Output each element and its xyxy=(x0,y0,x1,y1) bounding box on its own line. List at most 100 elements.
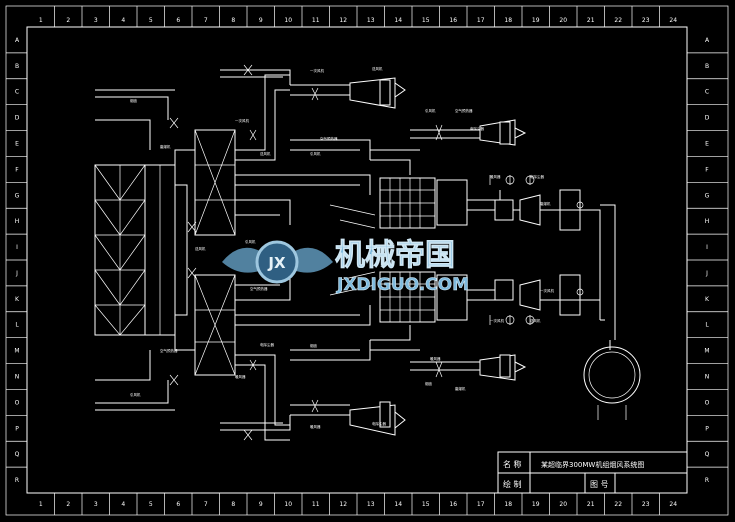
row-label: D xyxy=(15,115,20,122)
row-label: J xyxy=(705,270,708,277)
col-label: 21 xyxy=(587,501,595,508)
col-label: 24 xyxy=(669,501,677,508)
col-label: 20 xyxy=(559,501,567,508)
row-label: E xyxy=(705,141,709,148)
col-label: 16 xyxy=(449,17,457,24)
col-label: 22 xyxy=(614,17,622,24)
col-label: 6 xyxy=(176,501,180,508)
col-label: 18 xyxy=(504,17,512,24)
row-label: E xyxy=(15,141,19,148)
drawn-label: 绘 制 xyxy=(503,479,522,489)
col-label: 15 xyxy=(422,17,430,24)
name-label: 名 称 xyxy=(503,459,522,469)
annotation-label: 磨煤机 xyxy=(540,201,551,206)
row-label: O xyxy=(15,399,20,406)
row-label: C xyxy=(705,89,709,96)
annotation-label: 电除尘器 xyxy=(470,126,484,131)
name-value: 某超临界300MW机组烟风系统图 xyxy=(541,460,644,469)
col-label: 1 xyxy=(39,501,43,508)
col-label: 4 xyxy=(121,17,125,24)
col-label: 12 xyxy=(339,17,347,24)
annotation-label: 空气预热器 xyxy=(160,348,178,353)
row-label: G xyxy=(15,192,20,199)
col-label: 19 xyxy=(532,17,540,24)
row-label: R xyxy=(705,477,709,484)
watermark-en: JXDIGUO.COM xyxy=(336,275,469,295)
col-label: 5 xyxy=(149,17,153,24)
annotation-label: 空气预热器 xyxy=(250,286,268,291)
watermark: JX 机械帝国 JXDIGUO.COM xyxy=(222,238,469,295)
col-label: 14 xyxy=(394,17,402,24)
induced-fan-upper xyxy=(494,199,514,221)
col-label: 6 xyxy=(176,17,180,24)
row-label: H xyxy=(15,218,20,225)
col-label: 10 xyxy=(284,17,292,24)
row-label: P xyxy=(705,425,709,432)
col-label: 12 xyxy=(339,501,347,508)
col-label: 8 xyxy=(231,17,235,24)
annotation-label: 引风机 xyxy=(425,108,436,113)
row-label: Q xyxy=(705,451,710,458)
annotation-label: 电除尘器 xyxy=(260,342,274,347)
col-label: 20 xyxy=(559,17,567,24)
col-label: 15 xyxy=(422,501,430,508)
row-label: P xyxy=(15,425,19,432)
grid-ruler: 1122334455667788991010111112121313141415… xyxy=(6,6,728,515)
annotation-label: 暖风器 xyxy=(235,374,246,379)
annotation-label: 暖风器 xyxy=(430,356,441,361)
row-label: J xyxy=(15,270,18,277)
row-label: R xyxy=(15,477,19,484)
row-label: L xyxy=(705,322,709,329)
col-label: 24 xyxy=(669,17,677,24)
row-label: I xyxy=(706,244,708,251)
annotation-label: 引风机 xyxy=(310,151,321,156)
annotation-label: 一次风机 xyxy=(310,68,324,73)
col-label: 14 xyxy=(394,501,402,508)
col-label: 9 xyxy=(259,501,263,508)
gear-icon xyxy=(255,240,299,284)
row-label: B xyxy=(15,63,19,70)
annotation-label: 烟囱 xyxy=(310,343,318,348)
watermark-cn: 机械帝国 xyxy=(335,238,455,273)
row-label: H xyxy=(705,218,710,225)
duct-network xyxy=(94,64,641,441)
title-block: 名 称 某超临界300MW机组烟风系统图 绘 制 图 号 xyxy=(497,451,688,494)
col-label: 7 xyxy=(204,17,208,24)
outer-frame xyxy=(5,5,729,516)
col-label: 8 xyxy=(231,501,235,508)
col-label: 3 xyxy=(94,17,98,24)
row-label: L xyxy=(15,322,19,329)
row-label: N xyxy=(15,374,20,381)
col-label: 4 xyxy=(121,501,125,508)
row-label: G xyxy=(705,192,710,199)
logo-text: JX xyxy=(267,254,286,272)
col-label: 18 xyxy=(504,501,512,508)
induced-fan-lower xyxy=(494,279,514,301)
chimney xyxy=(583,346,641,404)
row-label: K xyxy=(705,296,710,303)
annotation-label: 引风机 xyxy=(245,239,256,244)
col-label: 16 xyxy=(449,501,457,508)
row-label: A xyxy=(705,37,710,44)
annotation-label: 送风机 xyxy=(195,246,206,251)
col-label: 11 xyxy=(312,17,320,24)
annotation-label: 送风机 xyxy=(260,151,271,156)
col-label: 23 xyxy=(642,17,650,24)
col-label: 5 xyxy=(149,501,153,508)
row-label: M xyxy=(704,348,709,355)
col-label: 23 xyxy=(642,501,650,508)
row-label: F xyxy=(705,166,709,173)
annotation-label: 送风机 xyxy=(372,66,383,71)
annotation-label: 空气预热器 xyxy=(455,108,473,113)
row-label: Q xyxy=(15,451,20,458)
col-label: 10 xyxy=(284,501,292,508)
col-label: 17 xyxy=(477,501,485,508)
col-label: 13 xyxy=(367,501,375,508)
col-label: 1 xyxy=(39,17,43,24)
col-label: 13 xyxy=(367,17,375,24)
row-label: B xyxy=(705,63,709,70)
annotation-label: 烟囱 xyxy=(425,381,433,386)
annotation-label: 送风机 xyxy=(530,318,541,323)
annotation-label: 一次风机 xyxy=(235,118,249,123)
